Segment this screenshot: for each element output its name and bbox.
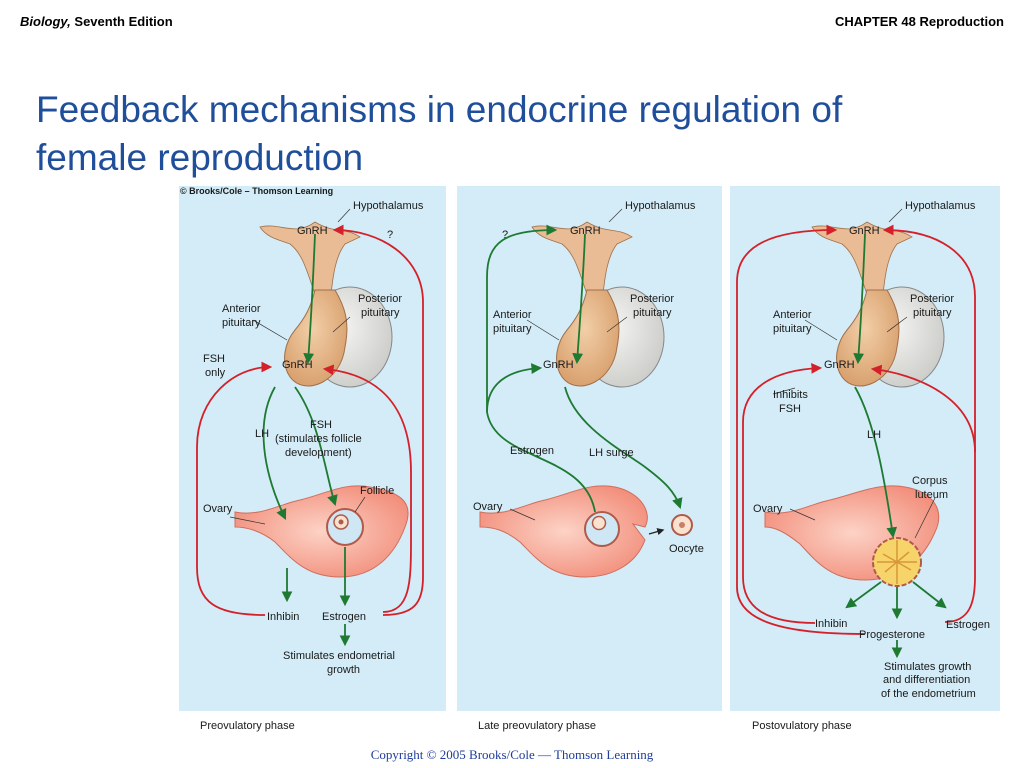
panel-3-lh-arrow [854, 386, 898, 539]
panel-1-hypothalamus-label: Hypothalamus [353, 200, 424, 212]
panel-1-fsh-desc-label: (stimulates follicle [275, 433, 362, 445]
panel-3-estrogen-feedback-arrow-2 [882, 224, 976, 452]
panel-3-leader-lines [772, 208, 936, 539]
panel-3-inhibin-arrow [845, 581, 882, 609]
panel-3-pituitary-label: pituitary [773, 323, 812, 335]
panel-1-fsh-desc-label-2: development) [285, 447, 352, 459]
panel-1-posterior-pituitary-label: pituitary [361, 307, 400, 319]
panel-3-ovary-illustration [764, 485, 940, 587]
slide-title-line-1: Feedback mechanisms in endocrine regulat… [36, 89, 843, 130]
slide-title-line-2: female reproduction [36, 137, 364, 178]
panel-3-estrogen-label: Estrogen [946, 619, 990, 631]
panel-1-anterior-label: Anterior [222, 303, 261, 315]
panel-1-estrogen-feedback-arrow [332, 224, 424, 616]
panel-2-ovulation-arrow [648, 528, 665, 536]
panel-1-fsh-arrow [294, 386, 338, 507]
panel-2-estrogen-to-pituitary-arrow [486, 363, 543, 413]
panel-3-hypothalamus-label: Hypothalamus [905, 200, 976, 212]
panel-1-posterior-label: Posterior [358, 293, 402, 305]
panel-2-question-label: ? [502, 229, 508, 241]
panel-1-estrogen-label: Estrogen [322, 611, 366, 623]
panel-1-fsh-label: FSH [310, 419, 332, 431]
panel-3-progesterone-feedback-arrow [736, 224, 866, 635]
panel-1-gnrh-top-label: GnRH [297, 225, 328, 237]
book-edition: Seventh Edition [70, 14, 173, 29]
panel-2-lh-surge-label: LH surge [589, 447, 634, 459]
panel-3-corpus-label: Corpus [912, 475, 948, 487]
panel-3-stimulates-label-2: and differentiation [883, 674, 970, 686]
panel-3-stimulates-label-3: of the endometrium [881, 688, 976, 700]
panel-3-inhibits-fsh-label: FSH [779, 403, 801, 415]
panel-3-inhibin-feedback-arrow [742, 362, 823, 624]
panel-3-inhibits-label: Inhibits [773, 389, 808, 401]
panel-2-hypothalamus-label: Hypothalamus [625, 200, 696, 212]
panel-1-follicle-label: Follicle [360, 485, 394, 497]
panel-1-leader-lines [229, 208, 366, 525]
panel-3-stimulates-label: Stimulates growth [884, 661, 971, 673]
panel-1-ovary-illustration [234, 485, 409, 578]
panel-2-estrogen-label: Estrogen [510, 445, 554, 457]
panel-2-gnrh-top-label: GnRH [570, 225, 601, 237]
panel-3-estrogen-arrow [912, 581, 947, 609]
panel-2-posterior-pituitary-label: pituitary [633, 307, 672, 319]
copyright-footer: Copyright © 2005 Brooks/Cole — Thomson L… [370, 747, 654, 762]
feedback-diagram: © Brooks/Cole – Thomson Learning Hypotha… [179, 186, 1000, 732]
panel-1-estrogen-to-pituitary-arrow [322, 364, 412, 613]
panel-2-leader-lines [509, 208, 628, 521]
slide-title: Feedback mechanisms in endocrine regulat… [36, 86, 976, 182]
panel-1-pituitary-label: pituitary [222, 317, 261, 329]
panel-late-preovulatory: ? GnRH Hypothalamus Anterior pituitary P… [473, 200, 704, 732]
book-title-italic: Biology, [20, 14, 71, 29]
panel-3-gnrh-arrow [853, 233, 866, 365]
panel-3-ovary-label: Ovary [753, 503, 783, 515]
panel-2-oocyte-label: Oocyte [669, 543, 704, 555]
panel-2-pituitary-label: pituitary [493, 323, 532, 335]
panel-3-caption: Postovulatory phase [752, 720, 852, 732]
panel-3-gnrh-mid-label: GnRH [824, 359, 855, 371]
panel-3-luteum-label: luteum [915, 489, 948, 501]
panel-2-posterior-label: Posterior [630, 293, 674, 305]
book-title: Biology, Seventh Edition [20, 14, 173, 29]
chapter-title: CHAPTER 48 Reproduction [834, 14, 1004, 29]
panel-3-lh-label: LH [867, 429, 881, 441]
panel-1-question-label: ? [387, 229, 393, 241]
panel-2-oocyte-illustration [671, 514, 693, 536]
panel-1-gnrh-mid-label: GnRH [282, 359, 313, 371]
panel-1-stimulates-label-2: growth [327, 664, 360, 676]
panel-1-stimulates-label: Stimulates endometrial [283, 650, 395, 662]
panel-1-gnrh-arrow [303, 233, 316, 365]
panel-2-ovary-label: Ovary [473, 501, 503, 513]
panel-2-lh-surge-arrow [564, 386, 683, 510]
panel-1-inhibin-feedback-arrow [196, 361, 273, 616]
panel-1-caption: Preovulatory phase [200, 720, 295, 732]
panel-1-inhibin-label: Inhibin [267, 611, 299, 623]
panel-1-fsh-only-label: FSH [203, 353, 225, 365]
panel-3-corpus-luteum-illustration [872, 537, 922, 587]
panel-3-posterior-label: Posterior [910, 293, 954, 305]
panel-3-posterior-pituitary-label: pituitary [913, 307, 952, 319]
panel-2-anterior-label: Anterior [493, 309, 532, 321]
panel-2-estrogen-to-hypothalamus-arrow [486, 224, 596, 513]
panel-3-inhibin-label: Inhibin [815, 618, 847, 630]
panel-1-fsh-only-label-2: only [205, 367, 226, 379]
panel-2-ovary-illustration [479, 485, 648, 578]
panel-3-gnrh-top-label: GnRH [849, 225, 880, 237]
panel-2-gnrh-arrow [572, 233, 586, 365]
panel-2-gnrh-mid-label: GnRH [543, 359, 574, 371]
panel-3-anterior-label: Anterior [773, 309, 812, 321]
panel-1-lh-arrow [262, 386, 287, 520]
credit-text: © Brooks/Cole – Thomson Learning [180, 186, 333, 196]
panel-3-progesterone-label: Progesterone [859, 629, 925, 641]
panel-1-lh-label: LH [255, 428, 269, 440]
panel-2-caption: Late preovulatory phase [478, 720, 596, 732]
panel-postovulatory: GnRH Hypothalamus Anterior pituitary Pos… [736, 200, 990, 732]
panel-preovulatory: Hypothalamus GnRH ? Anterior pituitary P… [196, 200, 424, 732]
panel-1-ovary-label: Ovary [203, 503, 233, 515]
